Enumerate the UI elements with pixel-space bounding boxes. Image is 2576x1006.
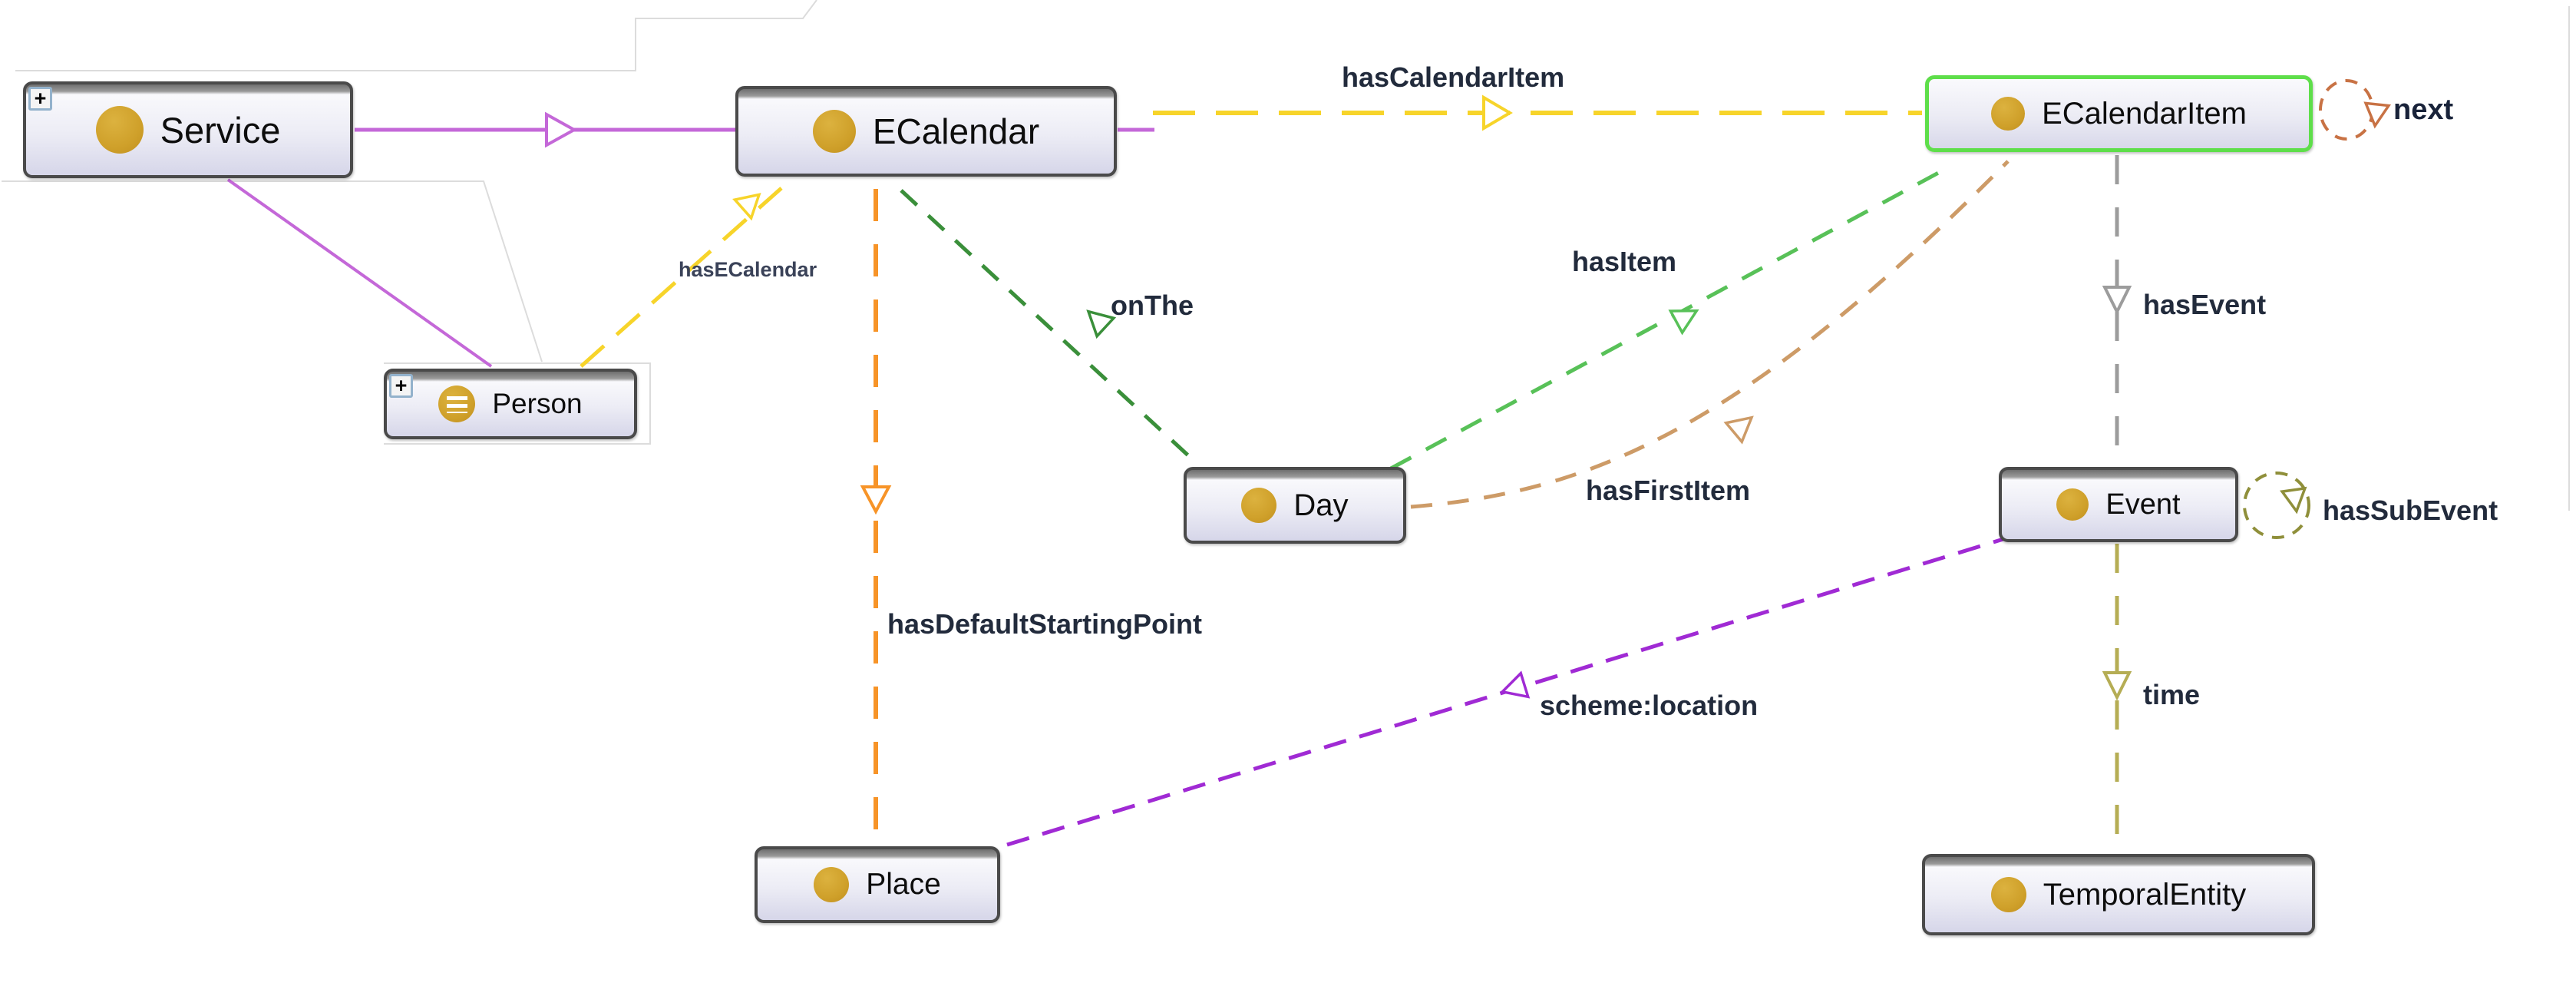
class-icon: [812, 110, 856, 153]
node-ecalendaritem[interactable]: ECalendarItem: [1925, 75, 2313, 152]
class-icon: [95, 106, 144, 154]
edge-label-hasEvent: hasEvent: [2143, 289, 2267, 320]
edge-next-loop[interactable]: [2319, 79, 2374, 141]
edge-label-onThe: onThe: [1111, 290, 1194, 321]
edge-onThe[interactable]: [900, 189, 1200, 467]
class-icon: [1991, 97, 2026, 131]
edge-hasFirstItem[interactable]: [1410, 160, 2010, 509]
canvas-boundary-left: [2, 180, 651, 445]
class-icon: [814, 867, 850, 902]
expand-plus-icon[interactable]: +: [389, 374, 413, 398]
edge-subclass-service-person[interactable]: [226, 178, 493, 368]
edge-onThe-arrowhead: [1086, 309, 1117, 339]
edge-hasSubEvent-loop[interactable]: [2243, 472, 2310, 539]
node-person[interactable]: + Person: [384, 369, 637, 439]
node-place[interactable]: Place: [755, 846, 1000, 923]
class-icon: [1241, 488, 1277, 523]
canvas-boundary-top: [15, 0, 817, 71]
class-icon: [2056, 488, 2089, 521]
node-temporalentity[interactable]: TemporalEntity: [1922, 854, 2315, 935]
edge-label-hasDefaultStartingPoint: hasDefaultStartingPoint: [887, 608, 1203, 640]
edge-subclass-service-ecalendar-arrowhead: [545, 111, 578, 148]
class-with-individuals-icon: [438, 386, 476, 422]
edge-hasFirstItem-arrowhead: [1723, 415, 1754, 445]
node-label: Service: [160, 109, 281, 151]
edge-scheme-location-arrowhead: [1499, 670, 1531, 699]
expand-plus-icon[interactable]: +: [28, 87, 52, 111]
node-label: ECalendar: [872, 111, 1040, 151]
edge-hasCalendarItem-arrowhead: [1482, 94, 1513, 131]
edge-label-hasSubEvent: hasSubEvent: [2323, 495, 2498, 526]
node-label: Event: [2105, 488, 2181, 521]
node-label: Person: [492, 388, 583, 419]
edge-hasDefaultStartingPoint-arrowhead: [860, 485, 892, 515]
node-label: ECalendarItem: [2042, 96, 2247, 131]
node-service[interactable]: + Service: [23, 81, 353, 178]
class-icon: [1990, 877, 2026, 912]
edge-hasItem[interactable]: [1389, 164, 1953, 471]
edge-hasItem-arrowhead: [1668, 309, 1699, 336]
node-ecalendar[interactable]: ECalendar: [735, 86, 1117, 177]
edge-time-arrowhead: [2102, 671, 2132, 701]
node-label: TemporalEntity: [2043, 877, 2247, 912]
edge-label-next: next: [2393, 94, 2454, 126]
edge-label-hasECalendar: hasECalendar: [679, 258, 817, 281]
edge-label-scheme-location: scheme:location: [1540, 690, 1759, 721]
edge-label-time: time: [2143, 679, 2201, 710]
edge-hasECalendar-arrowhead: [732, 193, 761, 221]
node-label: Day: [1293, 488, 1349, 522]
node-day[interactable]: Day: [1184, 467, 1406, 544]
edge-hasEvent-arrowhead: [2102, 286, 2132, 316]
edge-next-arrowhead: [2363, 101, 2392, 129]
edge-label-hasCalendarItem: hasCalendarItem: [1342, 61, 1565, 93]
edge-label-hasItem: hasItem: [1572, 246, 1677, 277]
edge-label-hasFirstItem: hasFirstItem: [1586, 475, 1751, 506]
node-label: Place: [866, 868, 941, 901]
edge-hasSubEvent-arrowhead: [2280, 486, 2307, 515]
node-event[interactable]: Event: [1999, 467, 2238, 542]
